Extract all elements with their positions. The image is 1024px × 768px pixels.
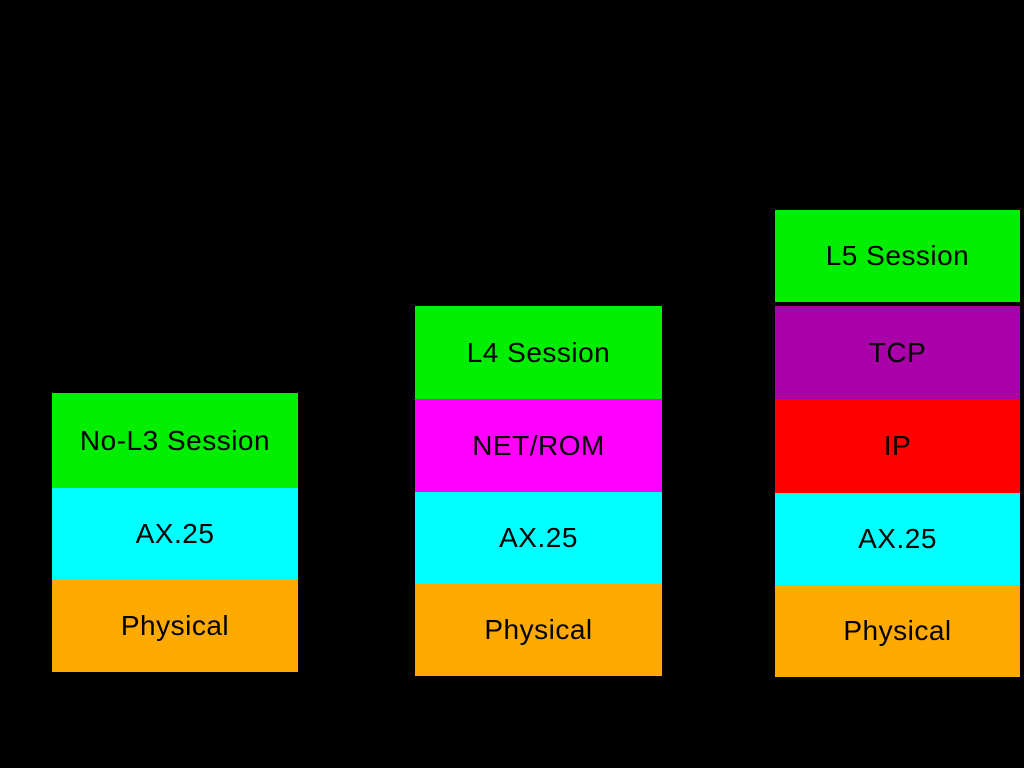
layer-label-l4-session: L4 Session <box>466 336 611 368</box>
layer-physical: Physical <box>415 584 662 676</box>
layer-physical: Physical <box>52 579 298 672</box>
layer-label-ip: IP <box>883 430 912 461</box>
layer-label-physical: Physical <box>120 609 230 641</box>
layer-physical: Physical <box>775 585 1020 677</box>
layer-label-ax25: AX.25 <box>135 517 215 549</box>
layer-label-netrom: NET/ROM <box>472 429 605 461</box>
layer-label-no-l3-session: No-L3 Session <box>79 424 271 456</box>
layer-label-ax25: AX.25 <box>858 523 937 554</box>
layer-ax25: AX.25 <box>52 488 298 579</box>
layer-ax25: AX.25 <box>775 493 1020 585</box>
stack-no-l3: No-L3 Session AX.25 Physical <box>52 393 298 672</box>
stack-tcpip: L5 Session TCP IP AX.25 Physical <box>775 210 1020 677</box>
layer-netrom: NET/ROM <box>415 399 662 492</box>
stack-netrom: L4 Session NET/ROM AX.25 Physical <box>415 306 662 676</box>
layer-ip: IP <box>775 399 1020 493</box>
layer-tcp: TCP <box>775 306 1020 399</box>
layer-label-physical: Physical <box>843 615 952 646</box>
layer-l5-session: L5 Session <box>775 210 1020 302</box>
layer-l4-session: L4 Session <box>415 306 662 399</box>
layer-label-l5-session: L5 Session <box>825 240 970 271</box>
layer-label-ax25: AX.25 <box>499 522 578 553</box>
layer-label-physical: Physical <box>484 614 593 645</box>
layer-no-l3-session: No-L3 Session <box>52 393 298 488</box>
layer-ax25: AX.25 <box>415 492 662 584</box>
layer-label-tcp: TCP <box>868 336 927 368</box>
